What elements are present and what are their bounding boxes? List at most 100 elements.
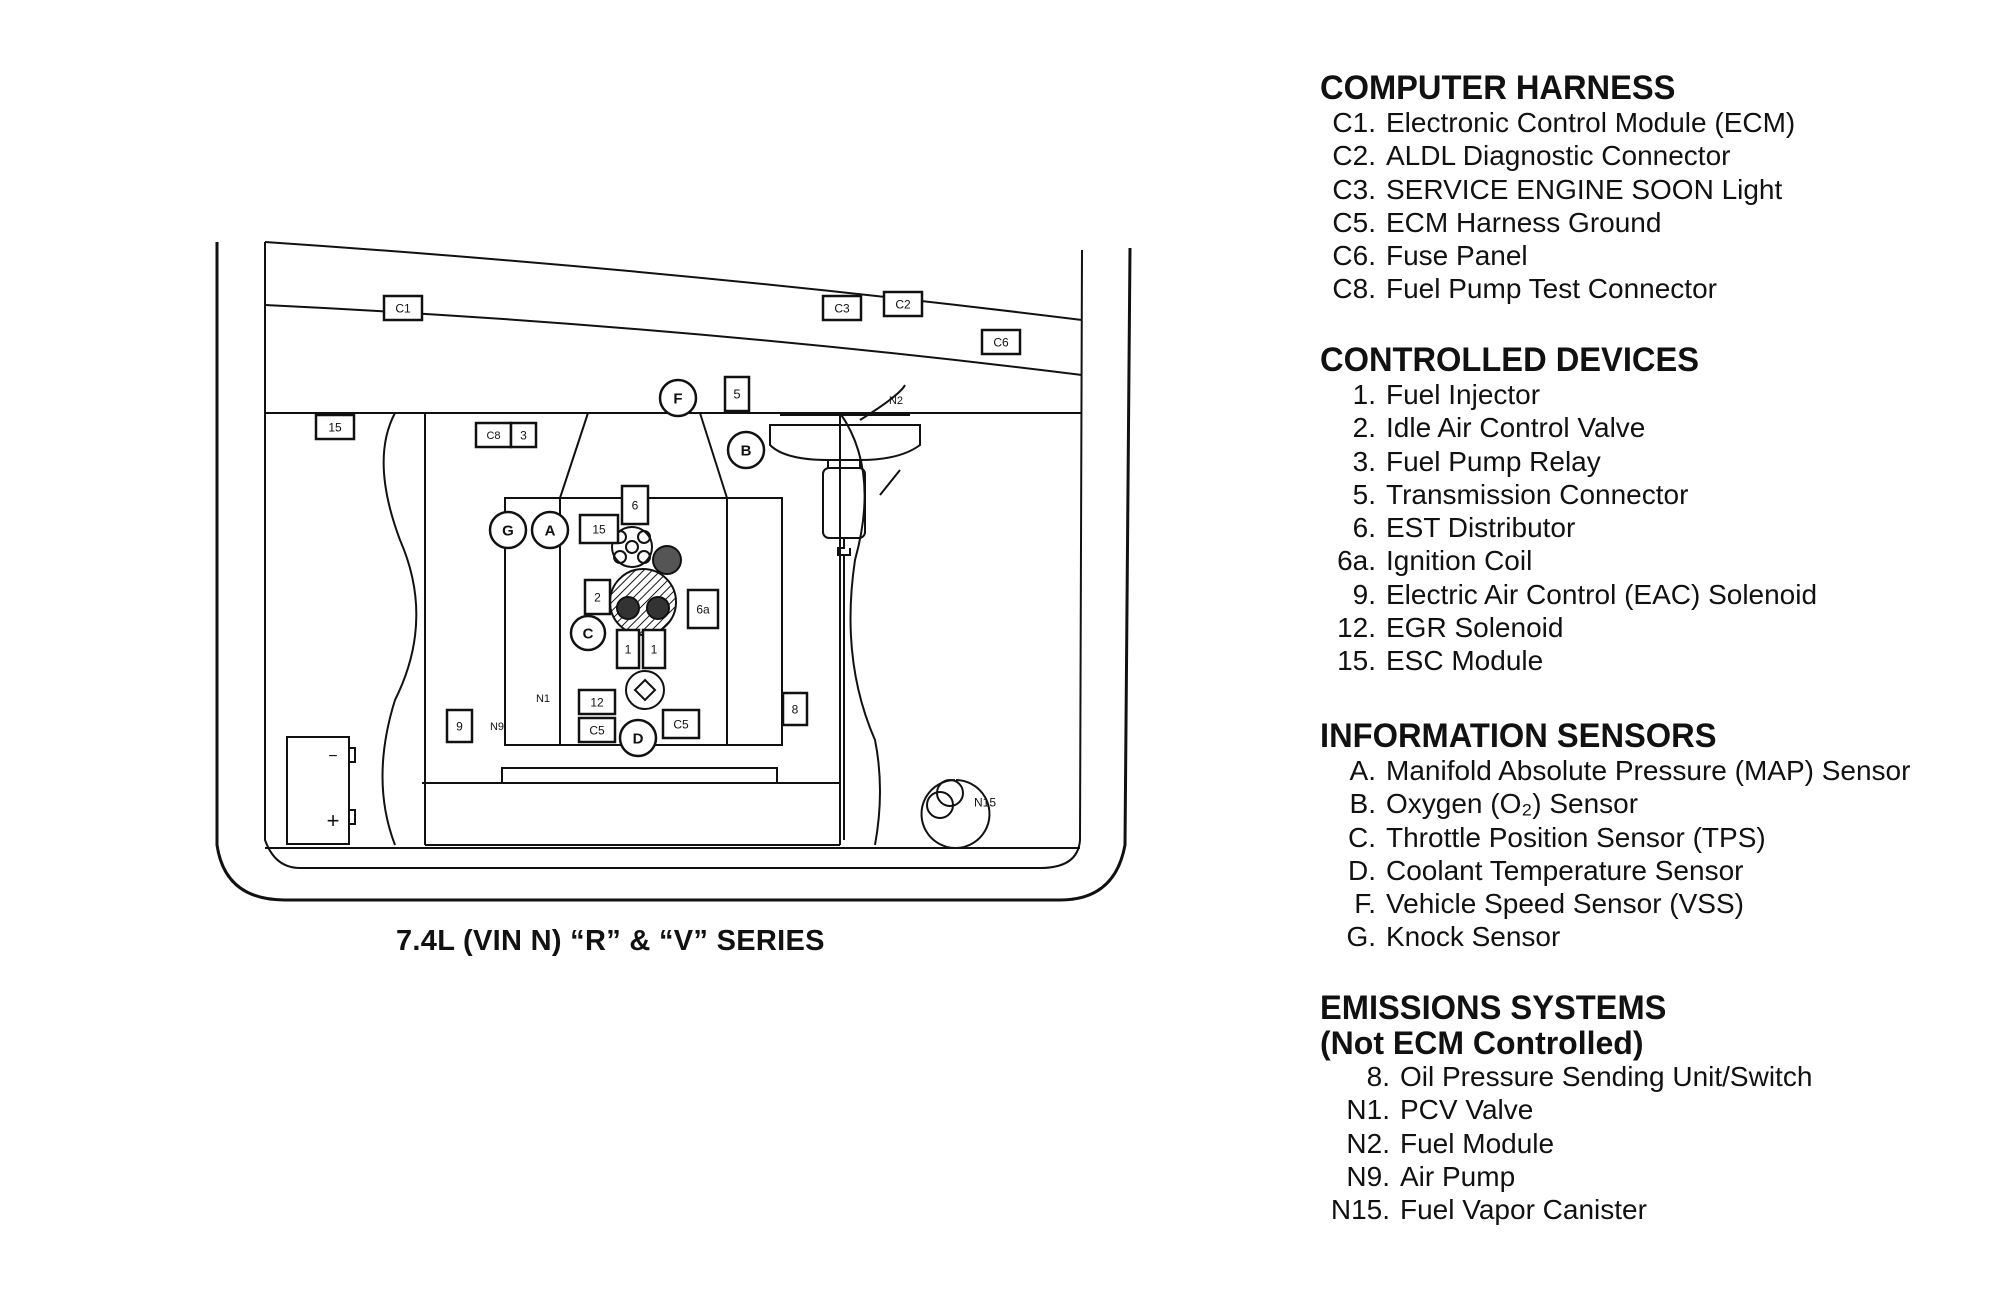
legend-item-code: 9. <box>1352 578 1376 610</box>
legend-item-label: Coolant Temperature Sensor <box>1386 854 1744 886</box>
legend-item: B.Oxygen (O₂) Sensor <box>1320 787 1910 820</box>
engine-right-curve <box>839 412 881 846</box>
legend-item-code: F. <box>1354 888 1376 920</box>
nine-marker-label: 9 <box>456 719 463 733</box>
legend-item: C5.ECM Harness Ground <box>1320 206 1795 239</box>
legend-item-label: Fuel Module <box>1400 1127 1555 1159</box>
oil-pan <box>501 767 778 783</box>
legend-item-code: 12. <box>1337 612 1376 644</box>
b-marker-label: B <box>741 442 752 459</box>
legend-item-label: ECM Harness Ground <box>1386 206 1662 238</box>
legend-item: N1.PCV Valve <box>1320 1093 1812 1126</box>
battery-plus-marker: + <box>327 808 340 833</box>
legend-item-label: Air Pump <box>1400 1160 1516 1192</box>
c-marker: C <box>569 614 607 652</box>
c3-marker-label: C3 <box>834 301 850 315</box>
legend-item-label: ALDL Diagnostic Connector <box>1386 140 1731 172</box>
legend-item-code: 6. <box>1352 512 1376 544</box>
legend-item-code: B. <box>1349 788 1376 820</box>
legend-item: 8.Oil Pressure Sending Unit/Switch <box>1320 1060 1813 1093</box>
c5-right-marker: C5 <box>661 708 701 740</box>
distributor <box>611 526 653 568</box>
legend-item-code: C6. <box>1332 240 1376 272</box>
battery <box>286 736 350 845</box>
legend-item-code: 2. <box>1352 412 1376 444</box>
legend-item-label: Fuse Panel <box>1386 240 1528 272</box>
legend-item-label: Vehicle Speed Sensor (VSS) <box>1386 888 1744 920</box>
legend-item: 15.ESC Module <box>1320 644 1817 677</box>
fifteen-mid-marker-label: 15 <box>592 522 606 536</box>
legend-item-label: Fuel Injector <box>1386 379 1541 410</box>
legend-item-label: Throttle Position Sensor (TPS) <box>1386 821 1766 853</box>
fifteen-mid-marker: 15 <box>578 513 620 545</box>
legend-item: C6. Fuse Panel <box>1320 239 1795 272</box>
thermostat-housing <box>625 670 665 710</box>
six-a-marker-label: 6a <box>696 602 710 616</box>
three-marker-label: 3 <box>520 428 527 442</box>
legend-item-code: C2. <box>1332 140 1376 172</box>
c5-left-marker: C5 <box>577 716 617 744</box>
fuel-vapor-canister <box>920 779 991 849</box>
n15-marker: N15 <box>974 795 996 809</box>
legend-item-label: Transmission Connector <box>1386 478 1689 510</box>
c1-marker-label: C1 <box>395 301 411 315</box>
legend-item: C. Throttle Position Sensor (TPS) <box>1320 821 1910 854</box>
legend-item: C2. ALDL Diagnostic Connector <box>1320 139 1795 172</box>
twelve-marker: 12 <box>577 688 617 716</box>
legend-item-label: Fuel Pump Test Connector <box>1386 273 1717 305</box>
fuel-module-wire <box>859 384 906 496</box>
legend-section: EMISSIONS SYSTEMS(Not ECM Controlled)8.O… <box>1320 990 1812 1226</box>
legend-item-label: Oil Pressure Sending Unit/Switch <box>1400 1061 1813 1092</box>
legend-item-label: Ignition Coil <box>1386 545 1533 577</box>
legend-item: C8.Fuel Pump Test Connector <box>1320 272 1795 305</box>
fuel-line <box>837 538 851 840</box>
f-marker-label: F <box>673 390 682 407</box>
a-marker-label: A <box>545 522 556 539</box>
legend-item-code: D. <box>1348 854 1376 886</box>
legend-item-label: Fuel Vapor Canister <box>1400 1194 1647 1226</box>
engine-left-curve <box>381 412 418 846</box>
six-marker-label: 6 <box>632 498 639 512</box>
legend-section-title: CONTROLLED DEVICES <box>1320 341 1700 379</box>
c6-marker-label: C6 <box>993 335 1009 349</box>
legend-item-label: Electronic Control Module (ECM) <box>1386 107 1796 138</box>
n1-marker-label: N1 <box>536 693 550 705</box>
legend-item-code: N9. <box>1346 1160 1390 1192</box>
legend-item-code: 3. <box>1352 445 1376 477</box>
legend-item: A.Manifold Absolute Pressure (MAP) Senso… <box>1320 754 1911 787</box>
legend-item: 6.EST Distributor <box>1320 511 1817 544</box>
c-marker-label: C <box>583 625 594 642</box>
c8-marker: C8 <box>474 421 513 449</box>
battery-minus-marker-label: − <box>328 748 337 765</box>
c5-left-marker-label: C5 <box>589 723 605 737</box>
legend-item: F. Vehicle Speed Sensor (VSS) <box>1320 887 1910 920</box>
n9-marker: N9 <box>490 721 504 733</box>
eight-marker: 8 <box>781 691 809 727</box>
nine-marker: 9 <box>445 708 474 744</box>
five-marker: 5 <box>723 375 751 413</box>
legend-item-code: N1. <box>1346 1094 1390 1126</box>
n9-marker-label: N9 <box>490 721 504 733</box>
one-left-marker-label: 1 <box>625 642 632 656</box>
coil-knob <box>652 545 682 575</box>
vehicle-inner-outline <box>264 242 1083 869</box>
legend-item-code: N15. <box>1330 1194 1390 1226</box>
legend-item-label: EGR Solenoid <box>1386 612 1564 644</box>
six-marker: 6 <box>620 484 650 526</box>
one-left-marker: 1 <box>615 628 641 670</box>
d-marker-label: D <box>633 730 644 747</box>
legend-item: 9.Electric Air Control (EAC) Solenoid <box>1320 578 1817 611</box>
two-marker-label: 2 <box>594 590 601 604</box>
twelve-marker-label: 12 <box>590 695 604 709</box>
legend-item: N9. Air Pump <box>1320 1160 1812 1193</box>
fuel-filter <box>822 467 866 539</box>
c5-right-marker-label: C5 <box>673 717 689 731</box>
legend-item-label: Manifold Absolute Pressure (MAP) Sensor <box>1386 755 1911 786</box>
c2-marker-label: C2 <box>895 297 911 311</box>
legend-item-code: C. <box>1348 821 1376 853</box>
three-marker: 3 <box>509 421 538 449</box>
n2-marker-label: N2 <box>889 395 903 407</box>
legend-item: D. Coolant Temperature Sensor <box>1320 854 1910 887</box>
